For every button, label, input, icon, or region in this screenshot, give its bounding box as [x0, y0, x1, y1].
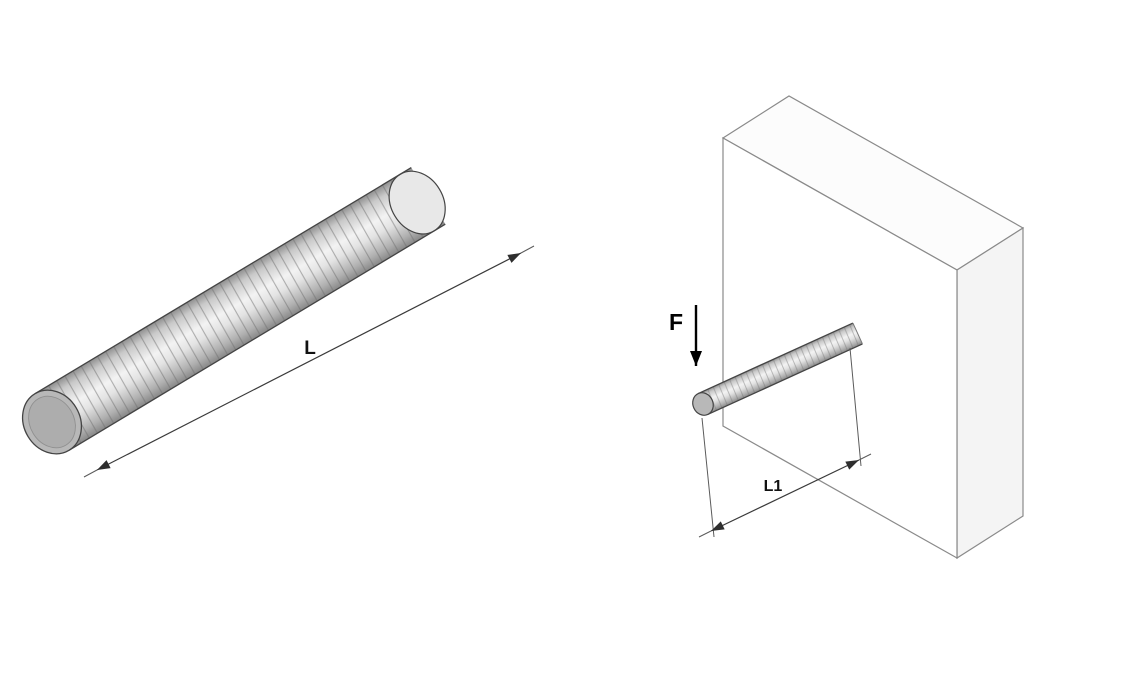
dimension-L: L — [83, 245, 535, 478]
dimension-overshoot-right-L1 — [858, 453, 872, 461]
embedded-rod-end-cap — [692, 392, 714, 416]
dimension-line-L1 — [710, 459, 860, 532]
dimension-label-L: L — [304, 338, 316, 359]
wall-assembly-figure: F L1 — [669, 95, 1025, 560]
embedded-rod-wall-junction — [852, 322, 863, 345]
extension-line-right — [849, 347, 862, 467]
embedded-rod-threads — [698, 323, 863, 415]
dimension-overshoot-right — [520, 245, 535, 254]
wall-right-face — [956, 226, 1024, 560]
threaded-rod-figure: L — [21, 167, 535, 478]
extension-line-left — [701, 417, 715, 538]
embedded-rod-bottom-edge — [707, 343, 863, 416]
rod-end-cap-chamfer — [28, 395, 76, 449]
dimension-line-L — [96, 252, 522, 471]
rod-top-edge — [34, 167, 412, 395]
rod-threads — [35, 167, 446, 451]
dimension-overshoot-left-L1 — [698, 530, 712, 538]
rod-bottom-edge — [68, 223, 446, 451]
force-arrow-group: F — [669, 305, 702, 366]
embedded-rod-top-edge — [697, 322, 854, 395]
threaded-rod — [21, 167, 446, 455]
dimension-label-L1: L1 — [764, 478, 783, 495]
dimension-overshoot-left — [83, 469, 98, 478]
force-label: F — [669, 309, 683, 335]
dimension-L1: L1 — [698, 347, 872, 538]
embedded-rod — [692, 322, 863, 416]
